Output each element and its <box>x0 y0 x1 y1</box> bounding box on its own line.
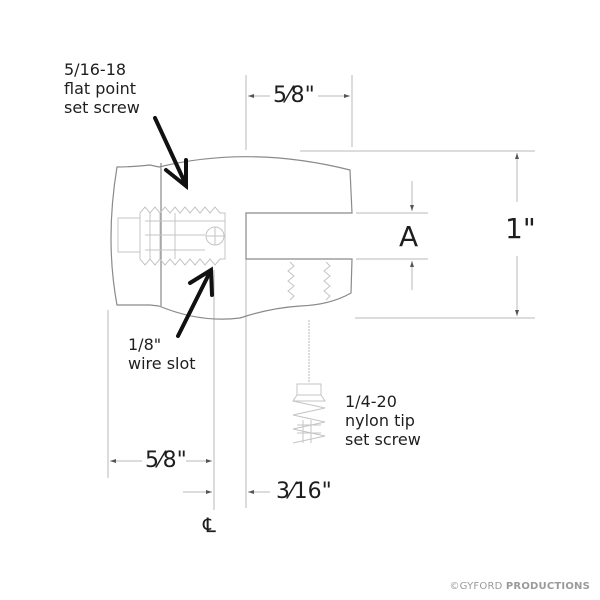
top-set-screw <box>117 206 226 266</box>
copyright-credit: ©GYFORD PRODUCTIONS <box>449 581 590 592</box>
arrow-head-icon <box>164 158 188 191</box>
credit-prefix: ©GYFORD <box>449 581 506 592</box>
centerline-symbol: ℄ <box>203 513 216 537</box>
top-screw-callout: 5/16-18 flat point set screw <box>64 60 140 117</box>
dimension-top-width: 5⁄8" <box>273 83 315 108</box>
dimension-lines <box>107 75 535 510</box>
dimension-arrowheads <box>110 94 519 494</box>
dimension-overall-height: 1" <box>505 212 536 245</box>
clamp-body <box>110 156 353 320</box>
arrow-head-icon <box>188 266 214 297</box>
bottom-set-screw <box>292 383 326 444</box>
dimension-slot-height: A <box>399 220 419 253</box>
wire-slot-arrow <box>176 270 212 338</box>
callout-arrows <box>153 116 214 338</box>
bottom-screw-callout: 1/4-20 nylon tip set screw <box>345 392 421 449</box>
top-screw-arrow <box>153 116 188 187</box>
lower-thread-holes <box>287 261 331 301</box>
credit-brand: PRODUCTIONS <box>505 581 590 592</box>
dimension-centerline-offset: 3⁄16" <box>276 479 332 504</box>
wire-slot-callout: 1/8" wire slot <box>128 335 196 373</box>
dimension-left-to-centerline: 5⁄8" <box>145 448 187 473</box>
